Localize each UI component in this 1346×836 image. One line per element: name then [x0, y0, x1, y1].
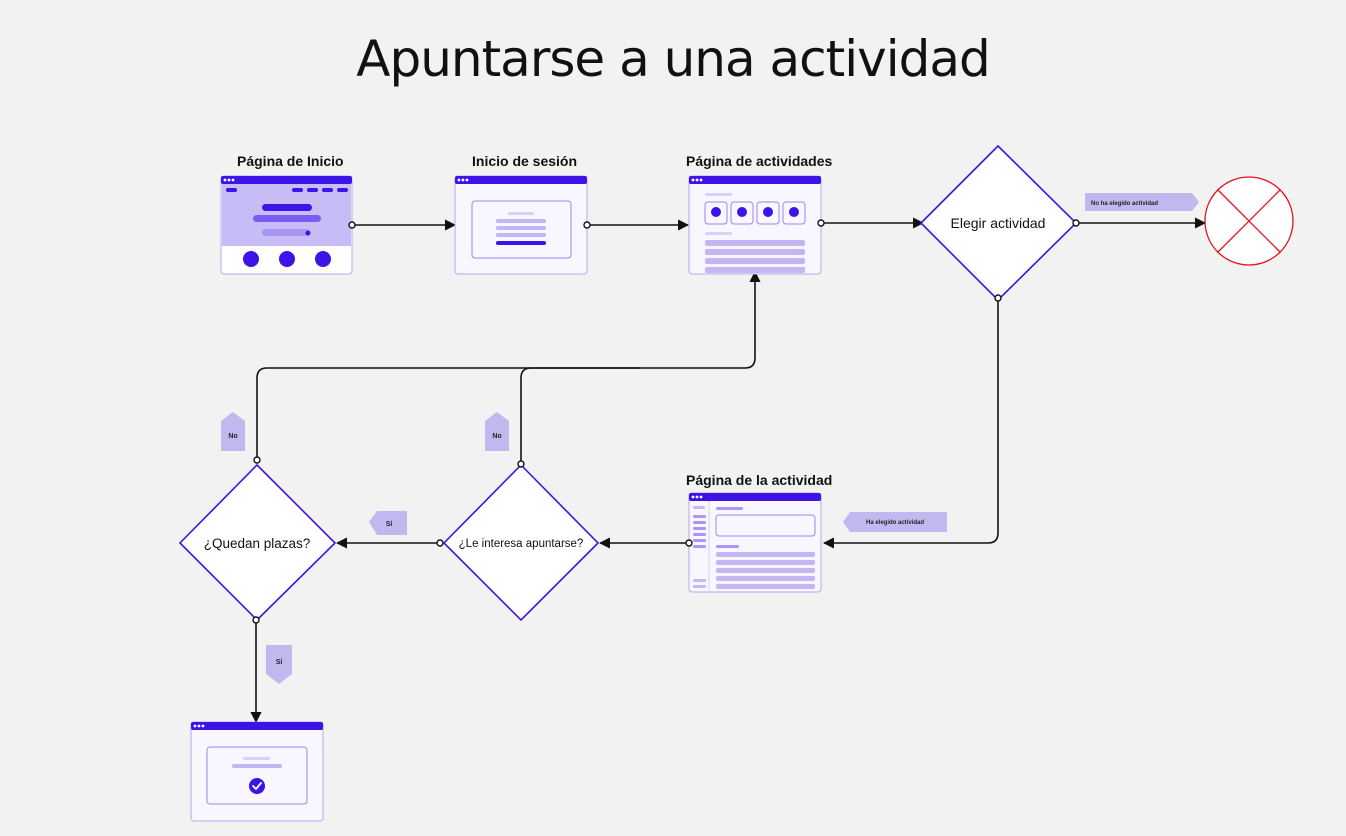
label-home: Página de Inicio	[237, 153, 344, 169]
tag-yes-bottom-text: Sí	[276, 659, 284, 666]
arrow-interest-no	[520, 367, 640, 464]
tag-chosen: Ha elegido actividad	[843, 512, 947, 532]
label-activity: Página de la actividad	[686, 472, 833, 488]
decision-choose-text: Elegir actividad	[951, 215, 1046, 231]
decision-interest: ¿Le interesa apuntarse?	[442, 463, 600, 622]
tag-no-mid: No	[485, 412, 509, 451]
label-activities: Página de actividades	[686, 153, 833, 169]
tag-no-mid-text: No	[492, 433, 501, 440]
end-cancel-icon	[1204, 176, 1294, 266]
decision-interest-text: ¿Le interesa apuntarse?	[459, 538, 584, 550]
connector-dots	[252, 219, 1080, 624]
arrow-spots-no	[256, 270, 761, 460]
tag-yes-mid-text: Sí	[386, 521, 394, 528]
tag-no-left-text: No	[228, 433, 237, 440]
tag-not-chosen: No ha elegido actividad	[1085, 193, 1199, 211]
tag-no-left: No	[221, 412, 245, 451]
decision-spots-text: ¿Quedan plazas?	[204, 536, 311, 551]
page-title: Apuntarse a una actividad	[356, 30, 991, 88]
tag-chosen-text: Ha elegido actividad	[866, 520, 924, 526]
screen-home	[220, 175, 353, 275]
screen-confirmation	[190, 721, 324, 822]
arrow-choose-activity	[822, 298, 999, 549]
label-login: Inicio de sesión	[472, 153, 578, 169]
tag-yes-bottom: Sí	[266, 645, 292, 684]
check-icon	[249, 778, 265, 794]
screen-activity	[688, 492, 822, 593]
screen-login	[454, 175, 588, 275]
decision-choose: Elegir actividad	[919, 144, 1078, 302]
screen-activities	[688, 175, 822, 275]
connectors	[250, 217, 1207, 724]
tag-not-chosen-text: No ha elegido actividad	[1091, 201, 1158, 207]
decision-spots: ¿Quedan plazas?	[178, 463, 337, 622]
tag-yes-mid: Sí	[369, 511, 407, 535]
